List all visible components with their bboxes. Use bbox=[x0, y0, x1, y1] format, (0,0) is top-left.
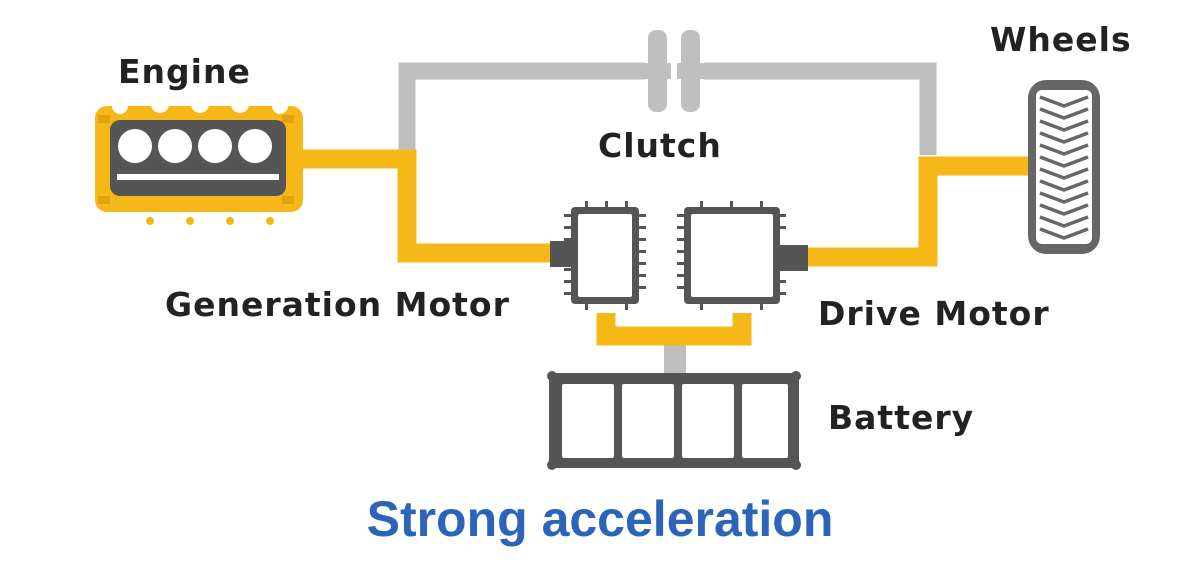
battery-label: Battery bbox=[828, 398, 975, 437]
clutch-path-left bbox=[398, 62, 645, 160]
generation-motor-label: Generation Motor bbox=[165, 285, 510, 324]
battery-icon bbox=[547, 371, 801, 470]
drive-motor-to-wheels-path bbox=[805, 156, 1035, 267]
drive-motor-label: Drive Motor bbox=[818, 294, 1050, 333]
clutch-icon bbox=[632, 30, 716, 112]
wheel-icon bbox=[1028, 80, 1100, 254]
engine-to-generation-motor-path bbox=[298, 149, 556, 263]
active-power-path bbox=[298, 149, 1035, 346]
engine-label: Engine bbox=[118, 52, 251, 91]
engine-icon bbox=[95, 95, 303, 228]
diagram-caption: Strong acceleration bbox=[366, 491, 834, 547]
battery-connector bbox=[664, 339, 686, 381]
clutch-path-right bbox=[704, 62, 937, 155]
inactive-clutch-path bbox=[398, 62, 937, 160]
drive-motor-icon bbox=[677, 201, 808, 310]
clutch-label: Clutch bbox=[598, 126, 722, 165]
generation-motor-icon bbox=[550, 201, 646, 310]
wheels-label: Wheels bbox=[990, 20, 1132, 59]
motors-to-battery-path bbox=[596, 313, 752, 346]
